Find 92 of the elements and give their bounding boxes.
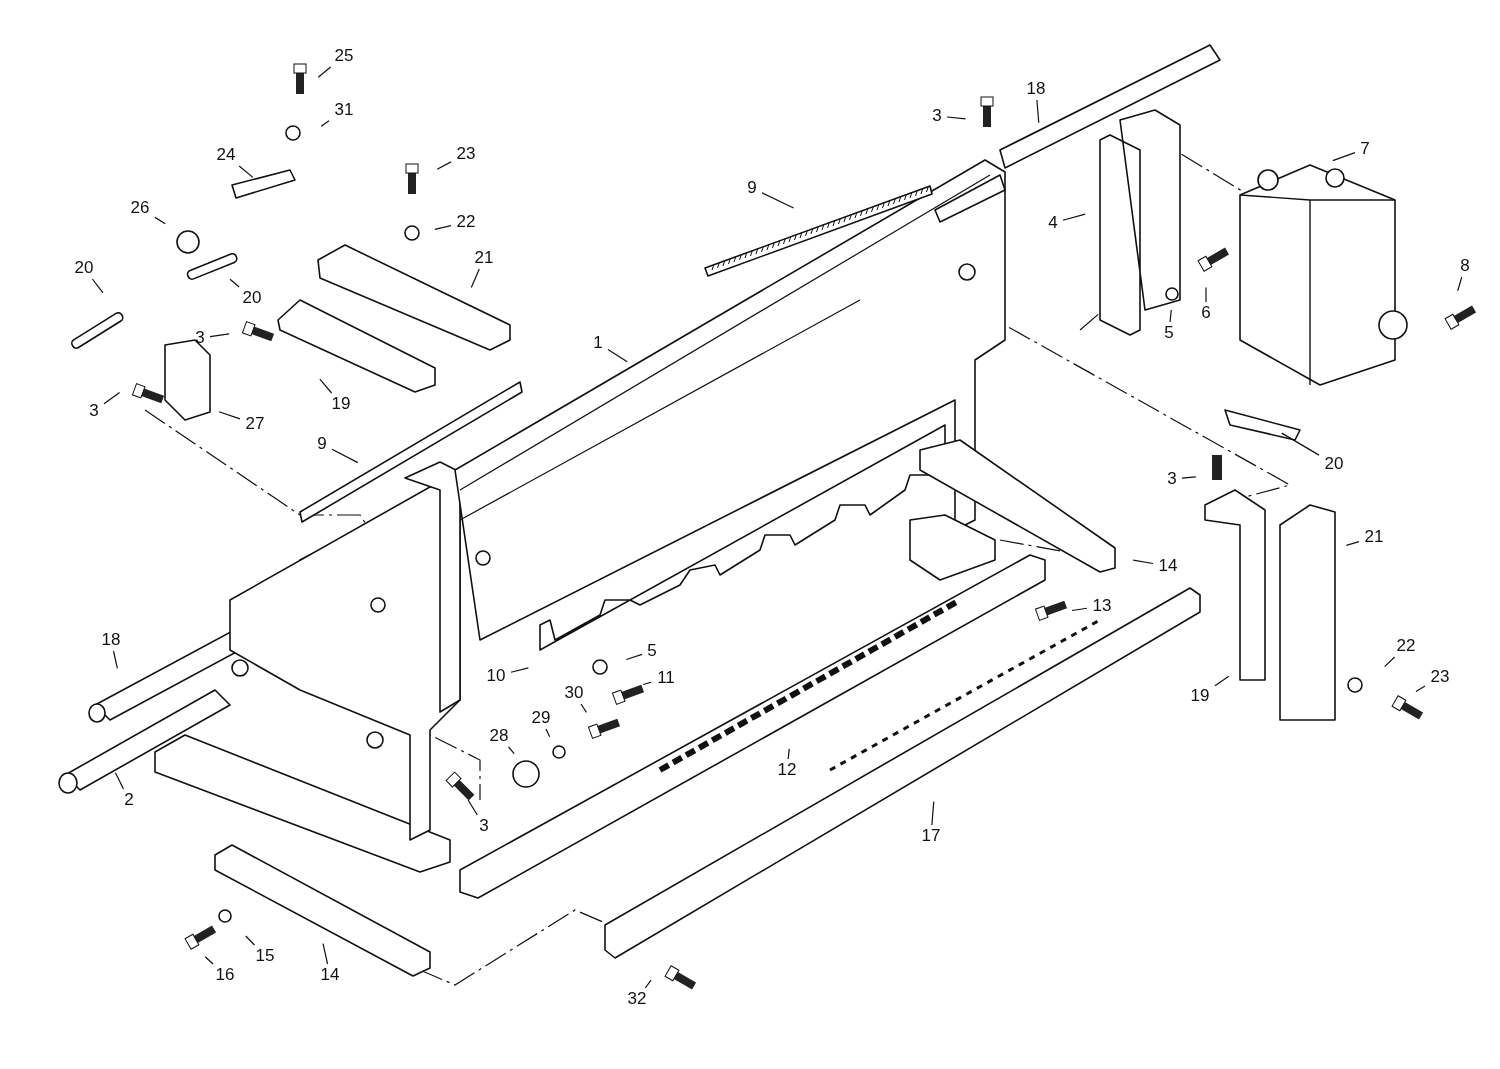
leader-line	[322, 943, 329, 965]
callout-number: 32	[626, 989, 648, 1009]
callout-number: 29	[530, 708, 552, 728]
leader-line	[320, 120, 330, 127]
leader-line	[642, 681, 652, 686]
leader-line	[218, 411, 241, 420]
leader-line	[319, 378, 333, 394]
leader-line	[1132, 559, 1154, 565]
leader-line	[209, 333, 230, 338]
leader-line	[644, 979, 652, 989]
leader-line	[434, 224, 452, 231]
callout-number: 27	[244, 414, 266, 434]
leader-line	[91, 278, 104, 294]
callout-number: 24	[215, 145, 237, 165]
leader-line	[580, 703, 587, 713]
leader-line	[1457, 276, 1463, 292]
leader-line	[1281, 432, 1320, 456]
leader-line	[510, 667, 529, 673]
leader-line	[507, 746, 515, 755]
callout-number: 21	[1363, 527, 1385, 547]
callout-number: 4	[1047, 213, 1059, 233]
callout-number: 28	[488, 726, 510, 746]
callout-number: 11	[656, 668, 676, 688]
leader-line	[1384, 656, 1396, 668]
callout-number: 16	[214, 965, 236, 985]
leader-line	[238, 165, 254, 178]
callout-number: 3	[194, 328, 206, 348]
leader-line	[436, 161, 452, 170]
leader-line	[1036, 99, 1040, 124]
leader-line	[787, 748, 790, 760]
leader-line	[1181, 476, 1197, 479]
callout-number: 1	[592, 333, 604, 353]
callout-number: 12	[776, 760, 798, 780]
leader-line	[1062, 213, 1086, 221]
leader-line	[103, 391, 121, 405]
callout-number: 6	[1200, 303, 1212, 323]
callout-number: 23	[455, 144, 477, 164]
callout-number: 9	[746, 178, 758, 198]
callout-number: 21	[473, 248, 495, 268]
leader-line	[204, 956, 214, 965]
callout-number: 19	[330, 394, 352, 414]
leader-line	[229, 278, 240, 288]
callout-number: 14	[1157, 556, 1179, 576]
leader-line	[1071, 607, 1088, 612]
leader-line	[1214, 675, 1230, 687]
callout-number: 7	[1359, 139, 1371, 159]
leader-line	[317, 66, 332, 78]
callout-number: 20	[241, 288, 263, 308]
callout-number: 3	[1166, 469, 1178, 489]
leader-line	[114, 772, 125, 790]
leader-line	[1205, 287, 1207, 303]
callout-number: 30	[563, 683, 585, 703]
callout-number: 22	[1395, 636, 1417, 656]
callout-number: 2	[123, 790, 135, 810]
leader-line	[761, 192, 795, 209]
callout-number: 19	[1189, 686, 1211, 706]
callout-number: 18	[1025, 79, 1047, 99]
leader-line	[545, 728, 551, 738]
callout-number: 3	[88, 401, 100, 421]
leader-line	[1169, 309, 1172, 323]
callout-number: 17	[920, 826, 942, 846]
callout-number: 9	[316, 434, 328, 454]
callout-number: 23	[1429, 667, 1451, 687]
leader-line	[946, 116, 967, 120]
callout-number: 20	[73, 258, 95, 278]
callout-number: 18	[100, 630, 122, 650]
callout-number: 13	[1091, 596, 1113, 616]
leader-line	[931, 801, 935, 826]
callout-number: 26	[129, 198, 151, 218]
leader-line	[245, 935, 255, 946]
callout-number: 10	[485, 666, 507, 686]
callout-number: 15	[254, 946, 276, 966]
leader-line	[625, 653, 643, 661]
callout-number: 14	[319, 965, 341, 985]
leader-line	[1332, 152, 1356, 162]
leader-line	[470, 268, 480, 289]
callout-number: 20	[1323, 454, 1345, 474]
callout-number: 5	[1163, 323, 1175, 343]
leader-line	[467, 799, 478, 816]
leader-line	[331, 448, 359, 464]
callout-number: 25	[333, 46, 355, 66]
leader-line	[154, 216, 166, 225]
callout-number: 8	[1459, 256, 1471, 276]
leader-line	[1415, 685, 1426, 692]
callout-number: 22	[455, 212, 477, 232]
leader-line	[112, 650, 118, 669]
callout-number: 5	[646, 641, 658, 661]
leader-line	[607, 348, 628, 363]
callout-number: 3	[478, 816, 490, 836]
callout-number: 31	[333, 100, 355, 120]
callout-number: 3	[931, 106, 943, 126]
leader-line	[1345, 541, 1360, 547]
